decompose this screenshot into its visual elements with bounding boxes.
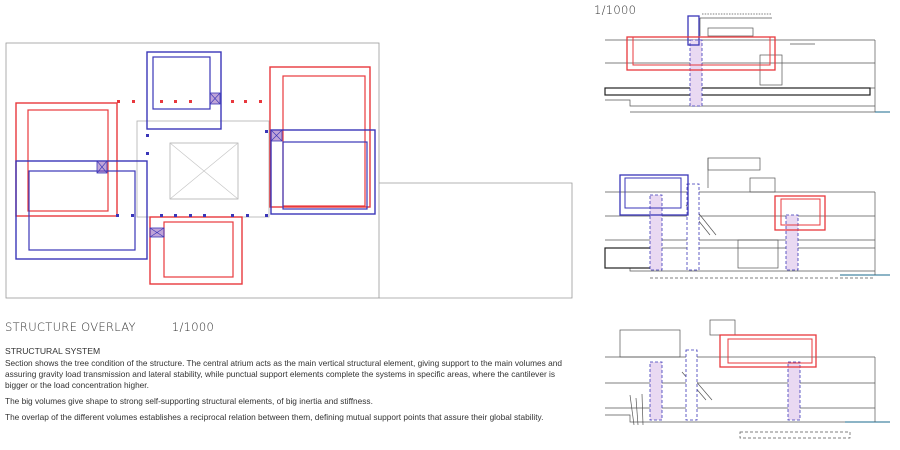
volume-top-blue [146,51,222,130]
volume-left-blue [15,160,148,260]
structural-sections [604,13,890,439]
section-1 [604,13,890,113]
support-marker-bottom [149,227,165,238]
section-3-red-volume [719,334,817,368]
structural-system-text: STRUCTURAL SYSTEM Section shows the tree… [5,346,570,428]
plan-title-text: STRUCTURE OVERLAY [5,320,136,334]
section-heading: STRUCTURAL SYSTEM [5,346,101,356]
section-2-red-volume [774,195,826,231]
support-marker-left [96,160,108,174]
section-3-support-shaft-center [685,349,698,421]
site-annex-outline [379,182,573,299]
site-boundary [5,42,380,299]
section-1-support-shaft [689,39,703,107]
paragraph-1: Section shows the tree condition of the … [5,358,562,390]
volume-right-red [269,66,371,208]
section-3-support-shaft-left [649,361,663,421]
section-3-support-shaft-right [787,361,801,421]
section-2-support-shaft-center [686,183,700,271]
section-2-support-shaft-right [785,214,799,271]
section-1-blue-volume [687,15,700,46]
central-atrium [136,120,270,218]
support-marker-top [209,92,221,105]
section-2 [604,157,890,279]
section-3 [605,319,890,439]
sections-scale-label: 1/1000 [594,3,637,17]
section-2-support-shaft-left [649,194,663,271]
support-marker-right [270,129,283,142]
section-2-blue-volume [619,174,689,216]
plan-scale-label: 1/1000 [171,320,215,334]
punctual-supports-blue [116,130,268,217]
plan-title: STRUCTURE OVERLAY 1/1000 [5,320,214,334]
volume-bottom-red [149,216,243,285]
structure-overlay-plan [5,42,573,299]
volume-left-red [15,102,118,217]
punctual-supports-red [117,100,262,103]
volume-right-blue [270,129,376,215]
paragraph-2: The big volumes give shape to strong sel… [5,396,373,406]
paragraph-3: The overlap of the different volumes est… [5,412,544,422]
